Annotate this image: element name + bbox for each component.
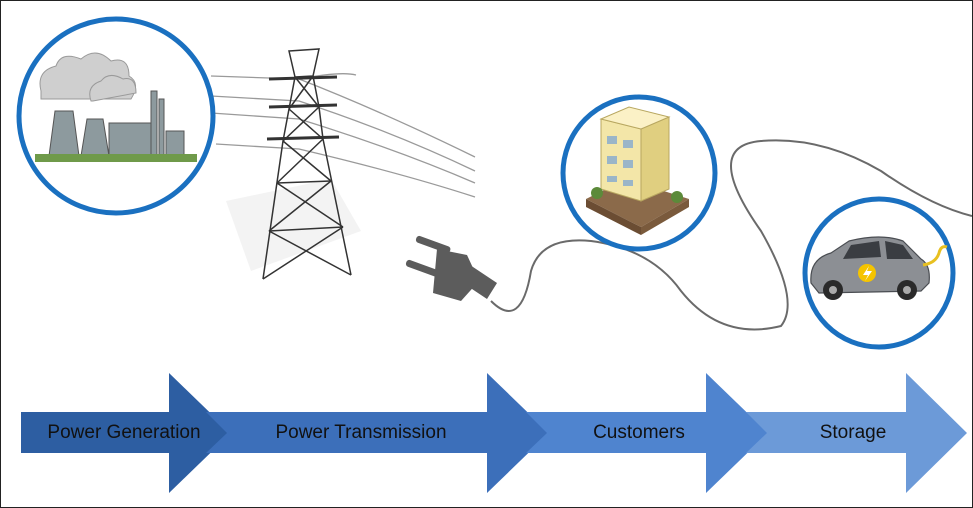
- arrow-power-transmission: [206, 373, 549, 493]
- stage-label-storage: Storage: [819, 422, 887, 443]
- stage-label-customers: Customers: [593, 422, 685, 443]
- power-plant-icon: [16, 16, 216, 216]
- arrow-storage: [746, 373, 967, 493]
- power-lines: [210, 73, 476, 198]
- stage-arrows: [21, 373, 967, 493]
- electric-plug-icon: [405, 235, 497, 301]
- transmission-tower-icon: [226, 48, 361, 280]
- building-icon: [560, 94, 718, 252]
- stage-label-power-transmission: Power Transmission: [275, 422, 447, 443]
- arrow-power-generation: [21, 373, 231, 493]
- arrow-customers: [526, 373, 768, 493]
- power-cord: [490, 139, 972, 331]
- electric-car-icon: [802, 196, 956, 350]
- stage-label-power-generation: Power Generation: [47, 422, 201, 443]
